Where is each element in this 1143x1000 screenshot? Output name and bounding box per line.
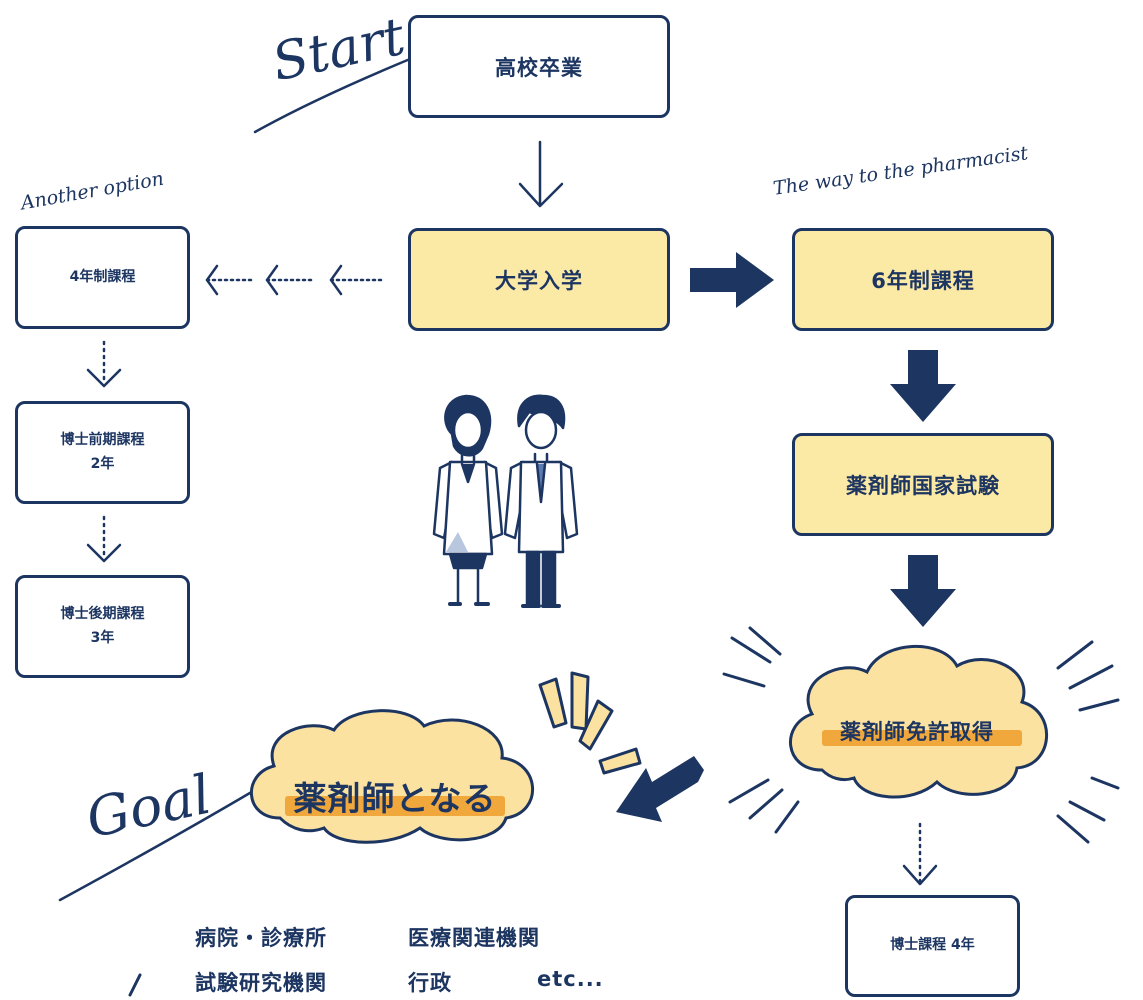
arrow-down-dotted-1 xyxy=(86,340,122,388)
node-doctoral-line2: 3年 xyxy=(90,629,115,646)
arrows-left-dotted xyxy=(205,264,383,296)
node-masters-line2: 2年 xyxy=(90,455,115,472)
license-cloud xyxy=(788,645,1048,799)
pharmacist-man-icon xyxy=(503,394,579,608)
way-label: The way to the pharmacist xyxy=(771,142,1030,200)
dest-hospital: 病院・診療所 xyxy=(195,926,327,950)
node-national-exam: 薬剤師国家試験 xyxy=(792,433,1054,536)
arrow-diagonal-thick xyxy=(616,756,704,822)
goal-label: Goal xyxy=(80,762,217,851)
dest-government: 行政 xyxy=(408,971,452,995)
dest-etc: etc... xyxy=(537,967,604,991)
node-goal-label: 薬剤師となる xyxy=(293,779,497,818)
arrow-down-dotted-phd xyxy=(902,822,938,886)
node-high-school: 高校卒業 xyxy=(408,15,670,118)
arrow-down-dotted-2 xyxy=(86,515,122,563)
dest-research: 試験研究機関 xyxy=(195,971,327,995)
start-label: Start xyxy=(267,6,411,94)
burst-lines-license xyxy=(722,626,1120,844)
node-masters-line1: 博士前期課程 xyxy=(60,431,145,448)
arrow-down-thick-2 xyxy=(890,555,956,627)
arrow-down-thick-1 xyxy=(890,350,956,422)
node-university-label: 大学入学 xyxy=(495,268,583,293)
node-six-year: 6年制課程 xyxy=(792,228,1054,331)
node-four-year: 4年制課程 xyxy=(15,226,190,329)
node-license-label: 薬剤師免許取得 xyxy=(840,720,994,744)
burst-goal xyxy=(538,671,642,775)
pharmacist-woman-icon xyxy=(432,394,504,606)
another-option-label: Another option xyxy=(19,167,166,215)
dest-medical-orgs: 医療関連機関 xyxy=(408,926,540,950)
node-phd-label: 博士課程 4年 xyxy=(890,937,975,954)
arrow-right-thick xyxy=(690,252,774,308)
node-national-exam-label: 薬剤師国家試験 xyxy=(846,473,1000,498)
node-doctoral: 博士後期課程 3年 xyxy=(15,575,190,678)
node-doctoral-line1: 博士後期課程 xyxy=(60,605,145,622)
goal-highlight xyxy=(285,796,505,816)
node-high-school-label: 高校卒業 xyxy=(495,55,583,80)
node-masters: 博士前期課程 2年 xyxy=(15,401,190,504)
node-phd: 博士課程 4年 xyxy=(845,895,1020,997)
node-six-year-label: 6年制課程 xyxy=(871,268,975,293)
node-university: 大学入学 xyxy=(408,228,670,331)
arrow-down-thin xyxy=(518,140,564,208)
license-highlight xyxy=(822,730,1022,746)
node-four-year-label: 4年制課程 xyxy=(69,268,136,285)
